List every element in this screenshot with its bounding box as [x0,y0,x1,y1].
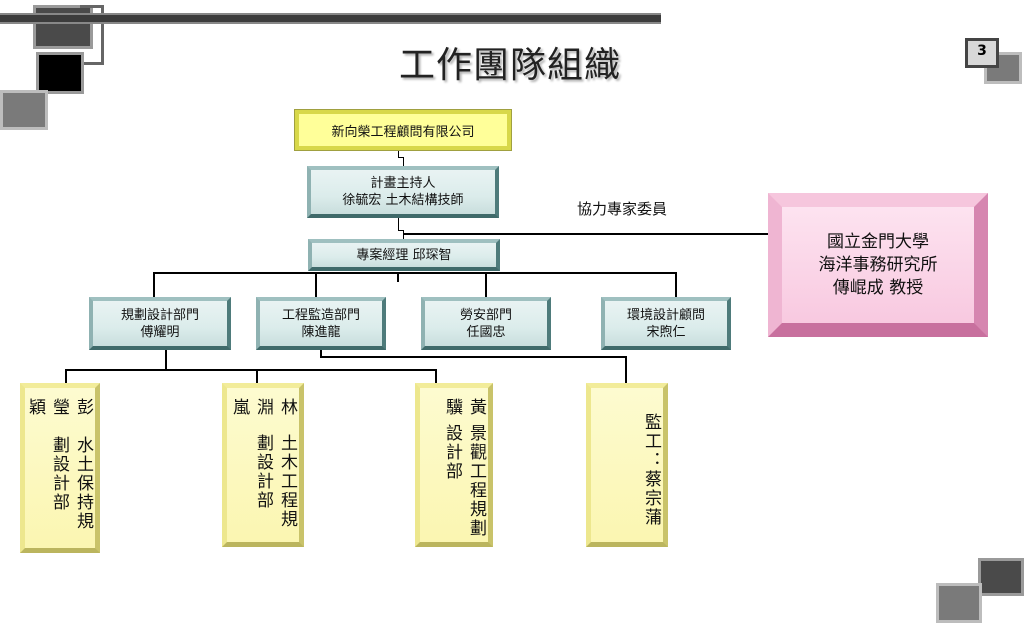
project-manager-box: 專案經理 邱琛智 [308,239,500,271]
department-head: 傅耀明 [140,324,180,340]
host-name: 徐毓宏 土木結構技師 [342,193,464,208]
corner-square-decoration [936,583,982,623]
department-title: 規劃設計部門 [120,307,199,323]
consultant-line-2: 海洋事務研究所 [818,254,938,275]
staff-box: 林淵嵐 土木工程規劃設計部 [222,383,304,547]
consultant-box: 國立金門大學 海洋事務研究所 傳崐成 教授 [768,193,988,337]
department-title: 工程監造部門 [281,307,360,323]
page-title: 工作團隊組織 [398,45,621,86]
consultant-line-1: 國立金門大學 [827,231,929,252]
manager-name: 專案經理 邱琛智 [356,247,452,263]
staff-unit: 土木工程規劃設計部 [253,434,297,529]
staff-name: 黃驥 [442,398,486,417]
corner-square-decoration [978,558,1024,596]
department-head: 陳進龍 [301,324,341,340]
company-name: 新向榮工程顧問有限公司 [331,124,475,140]
connector-line [315,272,317,298]
staff-box: 監工：蔡宗蒲 [586,383,668,547]
corner-square-decoration [36,52,84,94]
consult-label: 協力專家委員 [577,200,668,218]
staff-name: 監工：蔡宗蒲 [641,413,661,527]
department-title: 環境設計顧問 [626,307,705,323]
staff-box: 黃驥 景觀工程規劃設計部 [415,383,493,547]
connector-line [256,369,258,383]
department-box: 工程監造部門 陳進龍 [256,297,386,350]
project-host-box: 計畫主持人 徐毓宏 土木結構技師 [307,166,499,218]
connector-line [320,356,626,358]
connector-line [398,149,399,157]
staff-unit: 景觀工程規劃設計部 [442,424,486,539]
connector-line [398,157,404,158]
staff-name: 彭瑩穎 [25,398,93,417]
department-head: 宋煦仁 [646,324,686,340]
connector-line [403,230,404,241]
connector-line [65,369,67,383]
top-bar-decoration [0,13,661,24]
connector-line [165,350,167,370]
connector-line [397,272,399,282]
connector-line [65,369,437,371]
corner-square-decoration [0,90,48,130]
department-box: 規劃設計部門 傅耀明 [89,297,231,350]
connector-line [320,350,322,357]
department-box: 環境設計顧問 宋煦仁 [601,297,731,350]
staff-box: 彭瑩穎 水土保持規劃設計部 [20,383,100,553]
page-number: 3 [965,38,999,68]
department-box: 勞安部門 任國忠 [421,297,551,350]
connector-line [485,272,487,298]
connector-line [398,218,399,230]
connector-line [675,272,677,298]
department-title: 勞安部門 [459,307,512,323]
connector-line [153,272,155,298]
corner-square-decoration [33,5,93,49]
connector-line [625,356,627,383]
connector-line [403,157,404,168]
connector-line [398,230,404,231]
staff-unit: 水土保持規劃設計部 [49,435,93,531]
corner-frame-decoration [80,5,104,65]
department-head: 任國忠 [466,324,506,340]
host-title: 計畫主持人 [370,176,436,191]
connector-line [153,272,676,274]
company-box: 新向榮工程顧問有限公司 [294,109,512,151]
connector-line [435,369,437,383]
consultant-line-3: 傳崐成 教授 [832,277,924,298]
connector-line [404,233,768,235]
staff-name: 林淵嵐 [229,398,297,417]
